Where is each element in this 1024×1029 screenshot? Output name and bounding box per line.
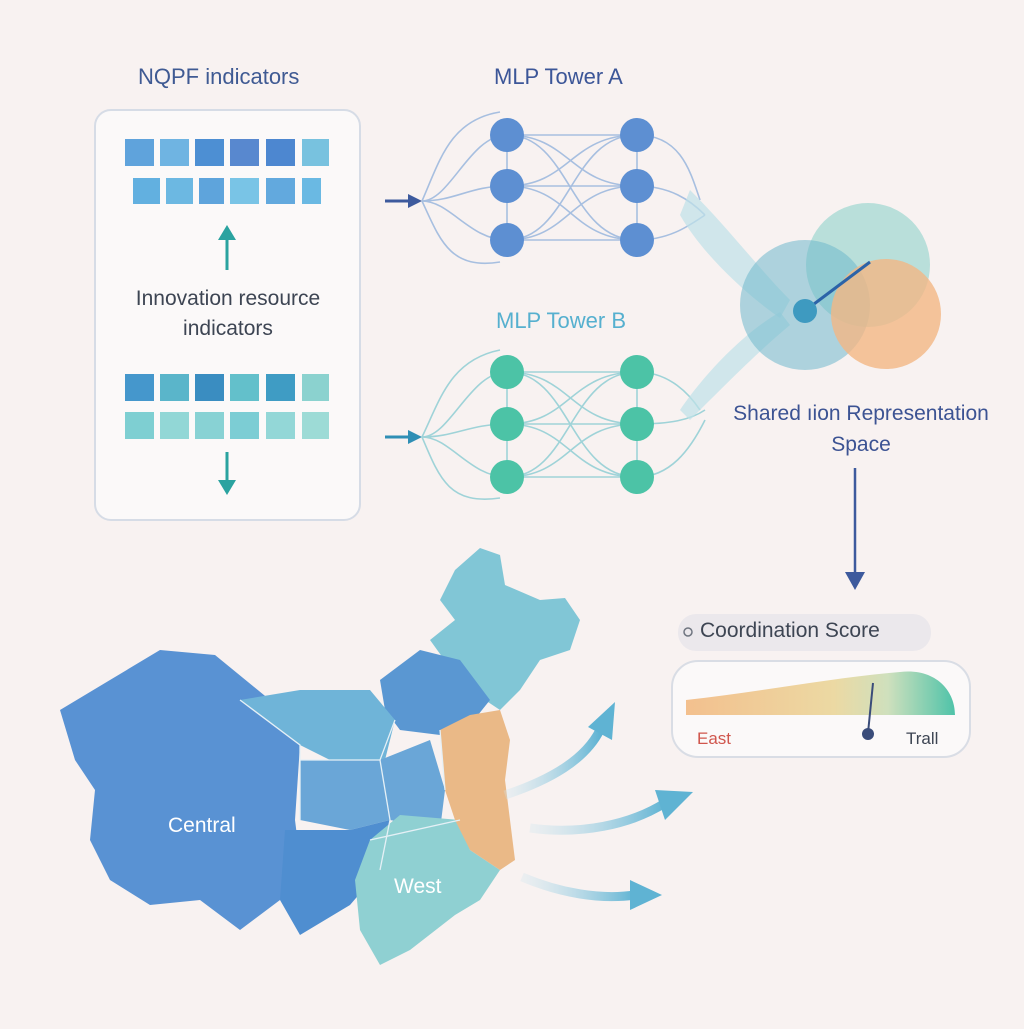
region-west — [355, 815, 500, 965]
tower-b-input-arrow — [385, 430, 422, 444]
gauge-label-trall: Trall — [906, 729, 939, 748]
region-label-central: Central — [168, 814, 236, 837]
gauge-label-east: East — [697, 729, 732, 748]
region-mid — [300, 740, 445, 830]
innovation-indicator-grid — [125, 374, 329, 439]
nqpf-indicator-grid — [125, 139, 329, 204]
shared-to-score-arrow — [845, 468, 865, 590]
region-southwest — [280, 820, 390, 935]
target-dot-icon — [683, 627, 693, 637]
up-arrow-icon — [218, 225, 236, 270]
mlp-tower-b-title: MLP Tower B — [496, 308, 627, 333]
tower-a-input-arrow — [385, 194, 422, 208]
gauge-needle — [867, 682, 874, 734]
map-flow-arrows — [503, 702, 693, 910]
coordination-score-title: Coordination Score — [700, 619, 880, 642]
region-northwest — [240, 690, 395, 760]
innovation-indicators-label: Innovation resource indicators — [135, 287, 321, 340]
shared-representation-space — [740, 203, 941, 370]
tower-b-connections — [421, 349, 706, 500]
down-arrow-icon — [218, 452, 236, 495]
tower-a-nodes — [490, 118, 654, 257]
region-map — [60, 548, 580, 965]
region-central — [60, 650, 300, 930]
region-northeast — [430, 548, 580, 710]
shared-center-node — [793, 299, 817, 323]
gauge-bar — [686, 671, 955, 715]
shared-space-label: Shared ıion Representation Space — [733, 402, 989, 456]
gauge-needle-pivot — [862, 728, 874, 740]
region-east — [440, 710, 515, 870]
tower-b-nodes — [490, 355, 654, 494]
shared-vector-line — [805, 260, 871, 312]
coordination-score-pill — [678, 614, 931, 651]
nqpf-indicators-title: NQPF indicators — [138, 64, 300, 89]
region-north — [380, 650, 490, 735]
mlp-tower-a-title: MLP Tower A — [494, 64, 623, 89]
tower-a-connections — [421, 111, 706, 265]
region-label-west: West — [394, 875, 442, 898]
